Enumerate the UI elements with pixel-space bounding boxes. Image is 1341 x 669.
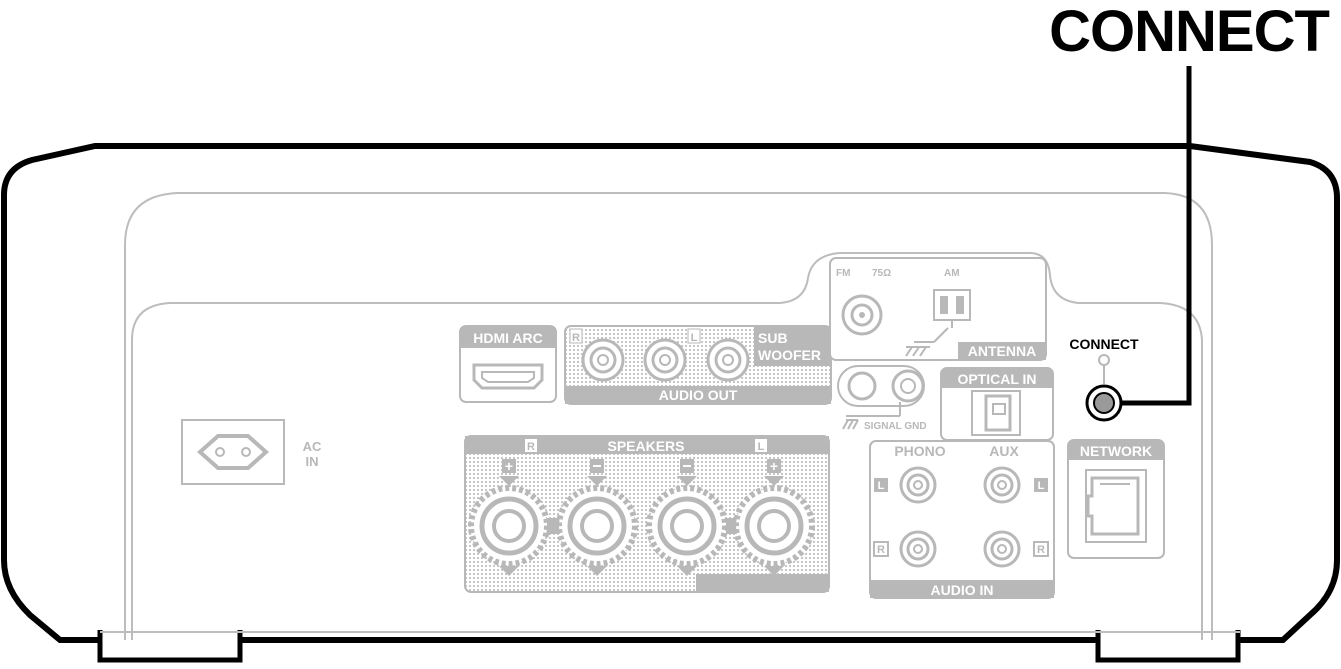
aux-label: AUX [989, 443, 1019, 459]
ohm-label: 75Ω [872, 268, 891, 279]
antenna-group [829, 257, 1047, 361]
svg-text:+: + [770, 458, 778, 474]
ac-in-label-2: IN [306, 454, 319, 469]
am-label: AM [944, 268, 960, 279]
hdmi-arc-port [459, 325, 557, 403]
audio-in-r-label-right: R [1037, 544, 1045, 556]
audio-out-r-label: R [572, 332, 580, 344]
sub-label-1: SUB [758, 330, 788, 346]
audio-in-l-label-left: L [878, 480, 885, 492]
inner-panel-outer [124, 192, 1213, 640]
inner-panel [131, 252, 1203, 640]
audio-out-label: AUDIO OUT [659, 387, 738, 403]
ac-in-label-1: AC [303, 439, 322, 454]
audio-in-r-label-left: R [877, 544, 885, 556]
audio-in-l-label-right: L [1038, 480, 1045, 492]
antenna-label: ANTENNA [968, 343, 1036, 359]
network-port [1067, 439, 1165, 559]
audio-out-group [564, 325, 832, 405]
speaker-post-l-plus: + [733, 458, 815, 576]
speakers-r-label: R [527, 441, 535, 453]
speaker-post-l-minus [646, 459, 728, 576]
connect-button[interactable] [1085, 354, 1123, 422]
speaker-terminals: + + [464, 435, 830, 593]
signal-gnd-terminal [837, 365, 925, 430]
speakers-l-label: L [758, 441, 765, 453]
audio-in-label: AUDIO IN [931, 582, 994, 598]
connect-small-label: CONNECT [1069, 336, 1139, 352]
audio-in-group [869, 440, 1055, 599]
signal-gnd-label: SIGNAL GND [864, 421, 927, 432]
svg-text:+: + [505, 458, 513, 474]
right-foot [1095, 630, 1241, 663]
network-label: NETWORK [1080, 443, 1152, 459]
sub-label-2: WOOFER [758, 347, 821, 363]
speaker-post-r-plus: + [468, 458, 550, 576]
optical-in-label: OPTICAL IN [957, 371, 1036, 387]
callout-title: CONNECT [1049, 0, 1330, 64]
left-foot [97, 630, 243, 663]
optical-in-port [940, 367, 1054, 441]
ac-inlet [181, 419, 285, 485]
audio-out-l-label: L [691, 332, 698, 344]
fm-label: FM [836, 268, 850, 279]
phono-label: PHONO [894, 443, 945, 459]
speakers-label: SPEAKERS [607, 438, 684, 454]
hdmi-arc-label: HDMI ARC [473, 330, 542, 346]
callout-leader-line [1122, 66, 1192, 406]
speaker-post-r-minus [556, 459, 638, 576]
